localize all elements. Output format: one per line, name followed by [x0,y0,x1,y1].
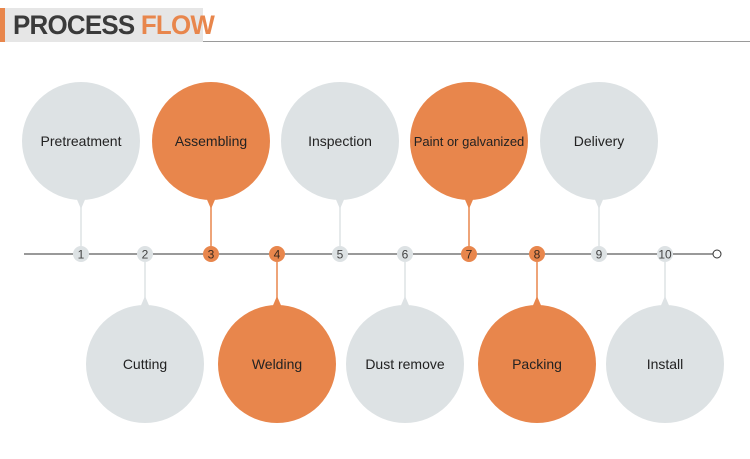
step-number: 6 [402,248,409,262]
step-number-dot [397,246,413,262]
header-divider [203,41,750,42]
step-number: 3 [208,248,215,262]
process-step-8: Packing 8 [478,246,596,423]
step-circle [152,82,270,200]
step-label: Assembling [175,133,247,149]
step-circle [86,305,204,423]
step-number: 4 [274,248,281,262]
step-number-dot [137,246,153,262]
step-label: Delivery [574,133,625,149]
step-number-dot [269,246,285,262]
process-step-10: Install 10 [606,246,724,423]
step-circle [478,305,596,423]
step-number-dot [529,246,545,262]
title-word-process: PROCESS [13,10,135,40]
step-circle [606,305,724,423]
step-label: Welding [252,356,302,372]
process-step-7: Paint or galvanized 7 [410,82,528,262]
step-number: 2 [142,248,149,262]
process-step-6: Dust remove 6 [346,246,464,423]
process-step-4: Welding 4 [218,246,336,423]
step-number-dot [657,246,673,262]
step-label: Pretreatment [41,133,122,149]
step-circle [22,82,140,200]
step-label: Packing [512,356,562,372]
step-number-dot [591,246,607,262]
step-number: 8 [534,248,541,262]
process-step-5: Inspection 5 [281,82,399,262]
step-number: 10 [658,248,672,262]
title-word-flow: FLOW [140,10,215,40]
process-step-9: Delivery 9 [540,82,658,262]
page-title: PROCESS FLOW [13,9,215,41]
process-step-2: Cutting 2 [86,246,204,423]
step-number-dot [461,246,477,262]
step-number: 5 [337,248,344,262]
step-label: Install [647,356,684,372]
step-circle [218,305,336,423]
step-circle [540,82,658,200]
process-step-3: Assembling 3 [152,82,270,262]
step-label: Dust remove [365,356,445,372]
process-step-1: Pretreatment 1 [22,82,140,262]
step-circle [281,82,399,200]
section-header: PROCESS FLOW [0,8,215,42]
step-number: 1 [78,248,85,262]
step-label: Cutting [123,356,167,372]
step-number-dot [332,246,348,262]
step-number: 9 [596,248,603,262]
step-circle [346,305,464,423]
step-label: Paint or galvanized [414,134,525,149]
step-number: 7 [466,248,473,262]
step-number-dot [203,246,219,262]
step-circle [410,82,528,200]
timeline-end-marker [712,249,722,259]
step-label: Inspection [308,133,372,149]
step-number-dot [73,246,89,262]
